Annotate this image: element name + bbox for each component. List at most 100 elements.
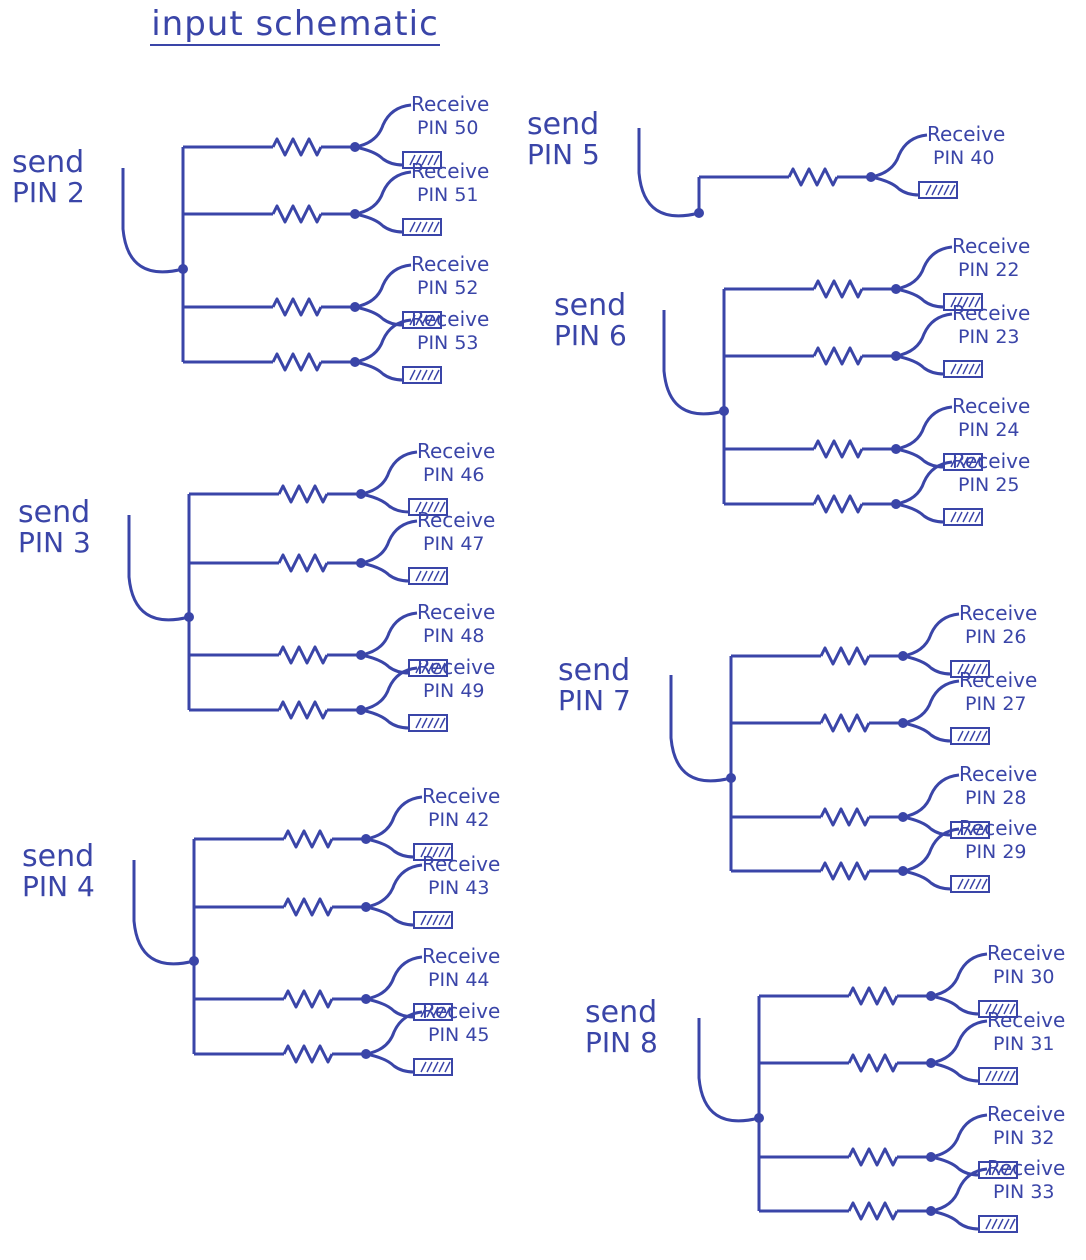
- pad-wire: [365, 837, 415, 859]
- pad-wire: [895, 502, 945, 524]
- send-wire: [132, 860, 195, 966]
- receive-pin-label: PIN 52: [417, 277, 479, 299]
- receive-pin-label: PIN 45: [428, 1024, 490, 1046]
- receive-pin-label: PIN 47: [423, 533, 485, 555]
- sensor-pad: [408, 567, 448, 585]
- pad-hatch: [409, 314, 416, 326]
- pad-hatch: [968, 511, 975, 523]
- pad-hatch: [427, 570, 434, 582]
- pad-hatch: [444, 914, 451, 926]
- receive-pin-label: PIN 28: [965, 787, 1027, 809]
- pad-hatch: [421, 501, 428, 513]
- pad-hatch: [432, 914, 439, 926]
- receive-wire: [902, 612, 960, 658]
- receive-label: Receive: [987, 941, 1065, 965]
- send-pin-label: PIN 6: [554, 319, 627, 352]
- receive-label: Receive: [952, 449, 1030, 473]
- pad-hatch: [433, 221, 440, 233]
- sensor-pad: [943, 453, 983, 471]
- receive-pin-label: PIN 48: [423, 625, 485, 647]
- pad-hatch: [997, 1164, 1004, 1176]
- sensor-pad: [413, 1058, 453, 1076]
- send-pin-label: PIN 7: [558, 684, 631, 717]
- receive-label: Receive: [411, 159, 489, 183]
- pad-hatch: [950, 456, 957, 468]
- pad-hatch: [433, 501, 440, 513]
- pad-hatch: [433, 314, 440, 326]
- pad-hatch: [415, 570, 422, 582]
- send-wire: [662, 310, 725, 416]
- send-wire: [697, 1018, 760, 1123]
- sensor-pad: [978, 1215, 1018, 1233]
- receive-label: Receive: [987, 1008, 1065, 1032]
- pad-hatch: [439, 501, 446, 513]
- receive-pin-label: PIN 27: [965, 693, 1027, 715]
- sensor-pad: [950, 727, 990, 745]
- pad-wire: [365, 905, 415, 927]
- pad-wire: [895, 287, 945, 309]
- sensor-pad: [943, 293, 983, 311]
- receive-wire: [902, 679, 960, 725]
- receive-wire: [365, 1010, 423, 1056]
- pad-wire: [360, 708, 410, 730]
- pad-hatch: [421, 154, 428, 166]
- send-wire: [637, 128, 700, 218]
- pad-hatch: [420, 1061, 427, 1073]
- pad-hatch: [409, 369, 416, 381]
- receive-pin-label: PIN 53: [417, 332, 479, 354]
- receive-label: Receive: [959, 762, 1037, 786]
- pad-hatch: [415, 154, 422, 166]
- receive-label: Receive: [959, 816, 1037, 840]
- resistor-symbol: [271, 297, 323, 317]
- receive-wire: [360, 450, 418, 496]
- resistor-symbol: [847, 1147, 899, 1167]
- receive-pin-label: PIN 50: [417, 117, 479, 139]
- resistor-symbol: [282, 989, 334, 1009]
- receive-wire: [930, 952, 988, 998]
- pad-hatch: [963, 878, 970, 890]
- pad-hatch: [943, 184, 950, 196]
- pad-hatch: [997, 1003, 1004, 1015]
- receive-wire: [354, 263, 412, 309]
- receive-wire: [354, 103, 412, 149]
- receive-wire: [895, 245, 953, 291]
- sensor-pad: [413, 843, 453, 861]
- pad-wire: [354, 305, 404, 327]
- receive-pin-label: PIN 31: [993, 1033, 1055, 1055]
- send-pin-label: PIN 8: [585, 1026, 658, 1059]
- send-label: send: [18, 495, 90, 530]
- resistor-symbol: [819, 861, 871, 881]
- resistor-symbol: [787, 167, 839, 187]
- pad-wire: [365, 1052, 415, 1074]
- pad-hatch: [975, 730, 982, 742]
- receive-wire: [365, 955, 423, 1001]
- pad-hatch: [950, 511, 957, 523]
- title-text: input schematic: [151, 4, 439, 44]
- pad-hatch: [432, 1006, 439, 1018]
- pad-hatch: [963, 730, 970, 742]
- pad-hatch: [985, 1003, 992, 1015]
- pad-wire: [360, 561, 410, 583]
- sensor-pad: [978, 1067, 1018, 1085]
- receive-pin-label: PIN 51: [417, 184, 479, 206]
- pad-hatch: [975, 824, 982, 836]
- receive-label: Receive: [411, 252, 489, 276]
- pad-wire: [354, 212, 404, 234]
- sensor-pad: [402, 218, 442, 236]
- pad-hatch: [427, 154, 434, 166]
- pad-hatch: [427, 501, 434, 513]
- pad-hatch: [950, 296, 957, 308]
- sensor-pad: [943, 360, 983, 378]
- send-pin-label: PIN 5: [527, 138, 600, 171]
- pad-hatch: [1009, 1070, 1016, 1082]
- receive-label: Receive: [952, 394, 1030, 418]
- pad-hatch: [981, 878, 988, 890]
- pad-hatch: [956, 296, 963, 308]
- pad-hatch: [981, 824, 988, 836]
- receive-label: Receive: [959, 601, 1037, 625]
- receive-pin-label: PIN 44: [428, 969, 490, 991]
- pad-hatch: [427, 717, 434, 729]
- receive-wire: [354, 318, 412, 364]
- pad-hatch: [1003, 1164, 1010, 1176]
- receive-pin-label: PIN 22: [958, 259, 1020, 281]
